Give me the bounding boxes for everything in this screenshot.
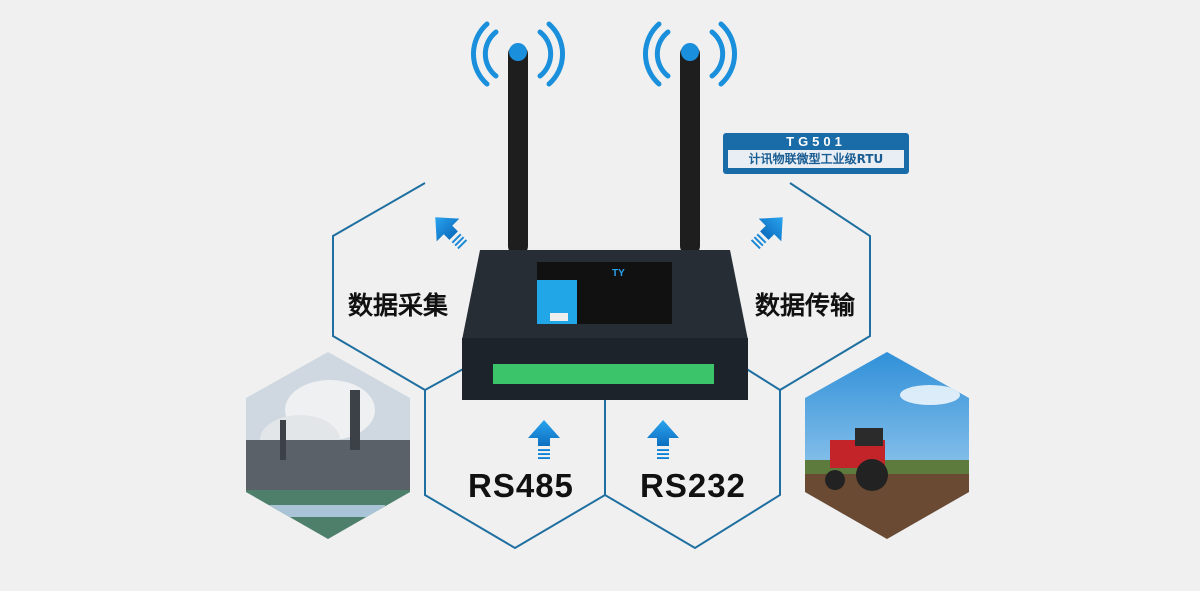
badge-subtitle: 计讯物联微型工业级RTU (728, 150, 904, 168)
svg-text:TY: TY (612, 268, 625, 279)
label-rs485: RS485 (468, 467, 574, 504)
label-data-collection: 数据采集 (348, 291, 449, 320)
industrial-plant-photo (246, 352, 410, 539)
badge-model: TG501 (786, 134, 846, 149)
label-data-transmission: 数据传输 (755, 291, 856, 320)
arrow-up-rs485 (528, 420, 560, 459)
arrow-up-left (435, 217, 468, 250)
arrow-up-rs232 (647, 420, 679, 459)
arrow-up-right (750, 217, 783, 250)
hexagon-lines (332, 182, 871, 550)
tractor-field-photo (805, 352, 969, 539)
rtu-device: TY (462, 250, 748, 400)
model-badge: TG501 计讯物联微型工业级RTU (723, 133, 909, 174)
antenna-right (643, 21, 737, 255)
label-rs232: RS232 (640, 467, 746, 504)
antenna-left (471, 21, 565, 255)
